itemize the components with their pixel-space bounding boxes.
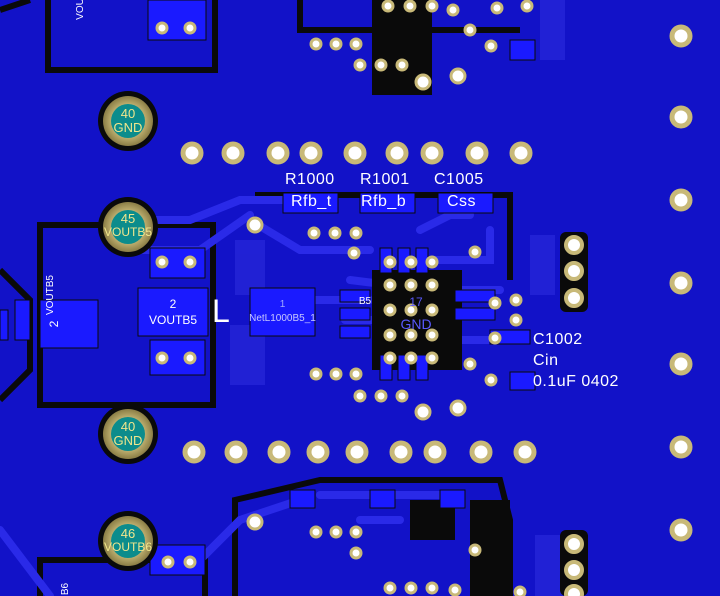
testpoint-number: 45 — [120, 211, 136, 226]
testpoint-number: 40 — [120, 106, 136, 121]
edge-top-label: VOU — [75, 0, 86, 20]
header-pins — [560, 232, 588, 596]
inductor-pad-number: 1 — [279, 299, 286, 310]
testpoint-number: 40 — [120, 419, 136, 434]
ic-thermal-pad-net: GND — [400, 316, 432, 332]
testpoint-40-top[interactable]: 40 GND — [108, 107, 148, 134]
testpoint-rings — [98, 91, 158, 571]
testpoint-40-bottom[interactable]: 40 GND — [108, 420, 148, 447]
designator-c1005-value: Css — [447, 193, 477, 210]
vout-pad-number: 2 — [169, 297, 177, 311]
designator-r1000-ref[interactable]: R1000 — [285, 171, 335, 188]
designator-r1001-ref[interactable]: R1001 — [360, 171, 410, 188]
testpoint-number: 46 — [120, 526, 136, 541]
designator-inductor-ref[interactable]: L — [212, 293, 230, 329]
smd-pads — [0, 0, 536, 576]
small-vias — [155, 0, 534, 596]
testpoint-net: VOUTB5 — [103, 225, 152, 239]
designator-c1005-ref[interactable]: C1005 — [434, 171, 484, 188]
testpoint-45[interactable]: 45 VOUTB5 — [98, 212, 158, 238]
ic-pin-label: B5 — [358, 296, 372, 307]
designator-c1002-value: Cin — [533, 352, 559, 369]
testpoint-46[interactable]: 46 VOUTB6 — [98, 527, 158, 553]
designator-r1000-value: Rfb_t — [291, 193, 332, 210]
via-row — [180, 24, 693, 542]
edge-bottom-label: B6 — [60, 582, 71, 596]
inductor-pad-net: NetL1000B5_1 — [249, 313, 316, 324]
designator-c1002-ref[interactable]: C1002 — [533, 331, 583, 348]
left-pad-net: VOUTB5 — [45, 275, 56, 316]
testpoint-net: GND — [113, 120, 143, 135]
ic-thermal-pad-number: 17 — [409, 295, 423, 309]
designator-r1001-value: Rfb_b — [361, 193, 407, 210]
testpoint-net: GND — [113, 433, 143, 448]
designator-c1002-package: 0.1uF 0402 — [533, 373, 619, 390]
testpoint-net: VOUTB6 — [103, 540, 152, 554]
vout-pad-net: VOUTB5 — [148, 313, 197, 327]
